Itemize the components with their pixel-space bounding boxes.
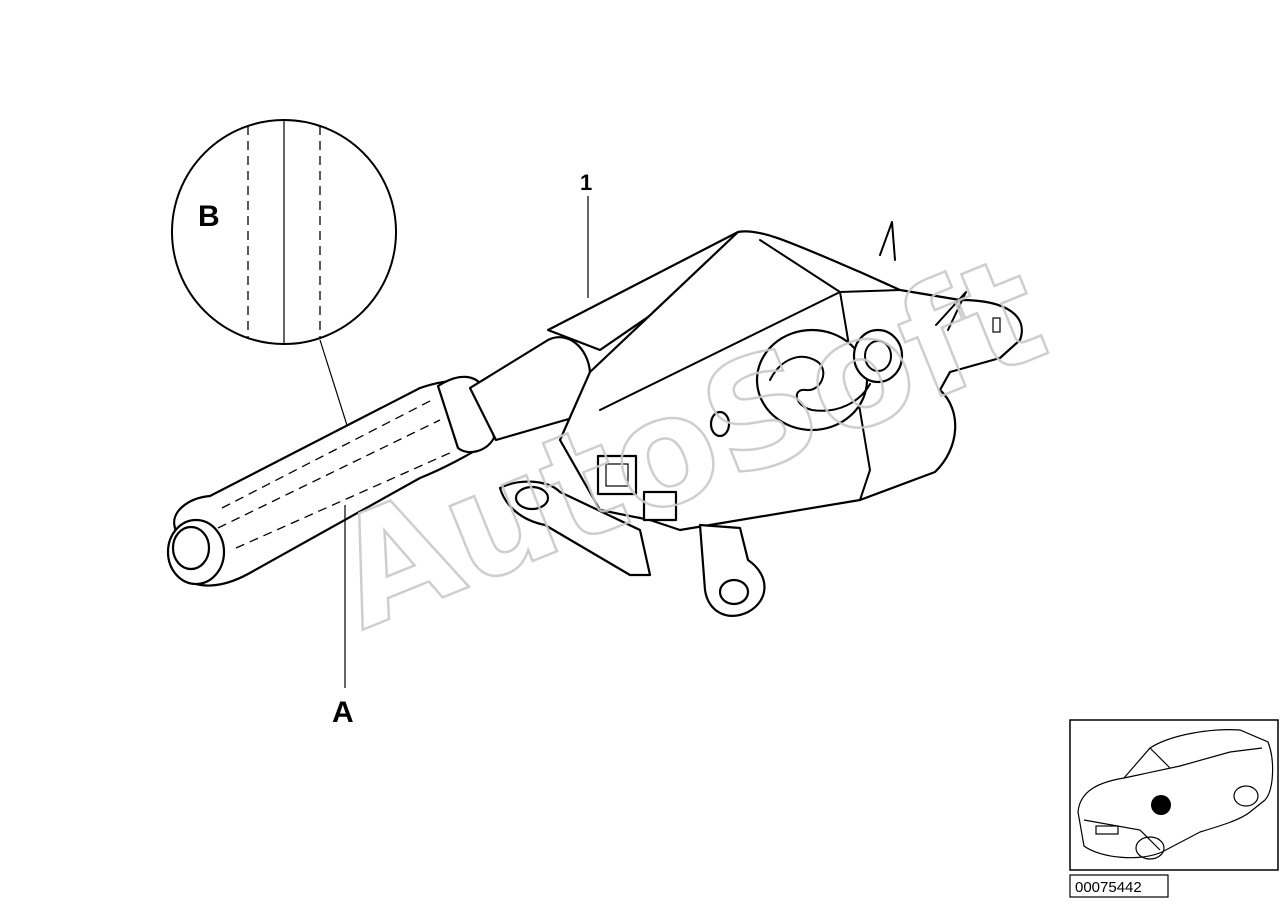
hand-grip	[166, 375, 496, 587]
reference-number-box: 00075442	[1069, 874, 1169, 898]
location-marker	[1151, 795, 1171, 815]
car-locator-icon	[1077, 729, 1274, 860]
callout-1: 1	[580, 170, 592, 195]
label-a: A	[332, 696, 354, 729]
label-b: B	[198, 200, 220, 233]
reference-number: 00075442	[1075, 879, 1142, 896]
car-locator-thumbnail	[1069, 719, 1279, 871]
detail-circle-b: B	[171, 119, 397, 345]
brake-housing	[498, 221, 1023, 617]
